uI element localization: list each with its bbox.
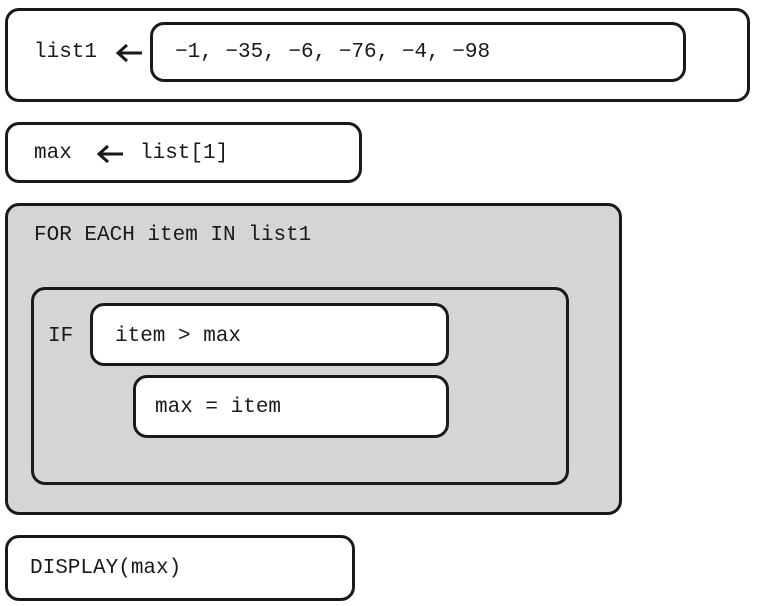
if-condition: item > max [115, 325, 242, 348]
left-arrow-icon [115, 43, 142, 63]
if-keyword: IF [48, 325, 74, 348]
if-body-box [133, 375, 449, 438]
if-body-statement: max = item [155, 396, 282, 419]
list-values: −1, −35, −6, −76, −4, −98 [175, 41, 491, 64]
if-condition-box [90, 303, 449, 366]
left-arrow-icon [96, 144, 123, 164]
display-block [5, 535, 355, 601]
max-variable-name: max [34, 142, 72, 165]
display-statement: DISPLAY(max) [30, 557, 182, 580]
list-values-box [150, 22, 686, 82]
list-variable-name: list1 [34, 41, 98, 64]
max-assignment-block [5, 122, 362, 183]
max-initial-expression: list[1] [140, 142, 229, 165]
for-each-header: FOR EACH item IN list1 [34, 224, 312, 247]
